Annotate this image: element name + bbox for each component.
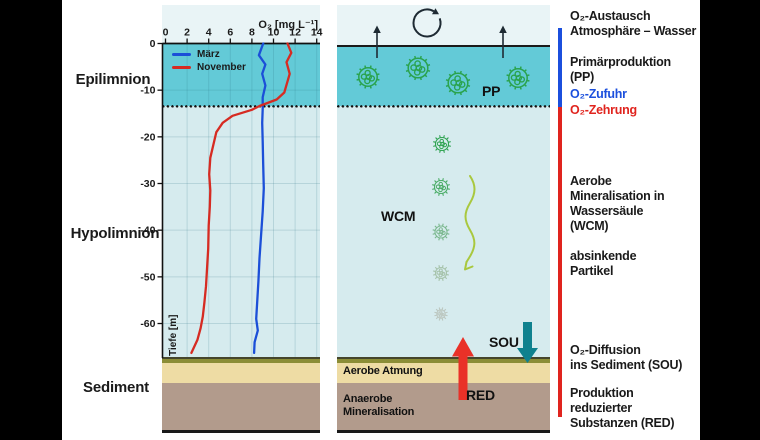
november-label: November [197, 62, 246, 73]
x-tick-label: 14 [311, 27, 323, 39]
thermocline-dotted-line-chart [162, 104, 320, 108]
anaerobic-mineralisation-label: Anaerobe Mineralisation [343, 393, 415, 418]
hypolimnion-layer-chart [162, 106, 320, 357]
chart-legend: März November [172, 48, 246, 74]
sediment-label: Sediment [83, 379, 149, 396]
x-tick-label: 12 [289, 27, 301, 39]
sinking-particle-icon [434, 307, 448, 321]
sediment-surface-chart [162, 358, 320, 363]
lake-process-schema [356, 8, 538, 400]
legend-red: Produktion reduzierter Substanzen (RED) [570, 386, 675, 430]
legend-row-maerz: März [172, 48, 246, 61]
phytoplankton-icon [445, 70, 471, 96]
chart-gridlines [162, 43, 320, 357]
y-axis-title: Tiefe [m] [168, 315, 179, 357]
aerobic-sediment-chart [162, 363, 320, 383]
bottom-border-chart [162, 430, 320, 433]
legend-gas-exchange: O₂-Austausch Atmosphäre – Wasser [570, 9, 697, 38]
sinking-particle-icon [433, 135, 451, 153]
x-tick-label: 2 [184, 27, 190, 39]
x-tick-label: 10 [268, 27, 280, 39]
y-tick-label: -20 [140, 131, 155, 143]
y-tick-label: 0 [150, 38, 156, 50]
y-tick-label: -40 [140, 225, 155, 237]
november-line-swatch [172, 66, 191, 69]
sinking-particle-icon [433, 265, 449, 281]
x-tick-label: 8 [249, 27, 255, 39]
epilimnion-label: Epilimnion [75, 71, 151, 88]
aerobic-respiration-label: Aerobe Atmung [343, 365, 423, 377]
x-tick-label: 6 [227, 27, 233, 39]
phytoplankton-icon [506, 66, 530, 90]
y-tick-label: -60 [140, 318, 155, 330]
anaerobic-sediment-schema [337, 383, 550, 430]
sinking-particle-icon [432, 223, 450, 241]
pp-label: PP [482, 83, 501, 99]
o2-supply-bar [558, 28, 562, 107]
x-axis-title: O₂ [mg L⁻¹] [258, 19, 318, 31]
phytoplankton-icon [356, 65, 380, 89]
aerobic-sediment-schema [337, 363, 550, 383]
gas-exchange-up-arrow-icon [499, 25, 507, 58]
chart-ticks: 0 2 4 6 8 10 12 14 0 -10 -20 -30 -40 -50 -60 [140, 27, 322, 331]
hypolimnion-label: Hypolimnion [70, 225, 160, 242]
maerz-profile-line [252, 42, 267, 355]
chart-header-background [162, 5, 320, 44]
maerz-line-swatch [172, 53, 191, 56]
legend-sinking-particles: absinkende Partikel [570, 249, 637, 278]
sediment-boundary-line-chart [162, 357, 320, 359]
thermocline-dotted-line-schema [337, 105, 550, 108]
sediment-boundary-line-schema [337, 357, 550, 359]
x-tick-label: 0 [163, 27, 169, 39]
anaerobic-sediment-chart [162, 383, 320, 430]
gas-exchange-up-arrow-icon [373, 25, 381, 58]
x-tick-label: 4 [206, 27, 212, 39]
legend-o2-consumption: O₂-Zehrung [570, 103, 637, 117]
y-tick-label: -30 [140, 178, 155, 190]
phytoplankton-icon [405, 55, 431, 81]
bottom-border-schema [337, 430, 550, 433]
legend-row-november: November [172, 61, 246, 74]
sinking-particle-icon [432, 178, 450, 196]
y-tick-label: -10 [140, 85, 155, 97]
sediment-surface-schema [337, 358, 550, 363]
maerz-label: März [197, 49, 220, 60]
wcm-label: WCM [381, 208, 416, 224]
red-up-arrow-icon [452, 337, 474, 400]
o2-profile-chart: 0 2 4 6 8 10 12 14 0 -10 -20 -30 -40 -50 -60 O₂ [mg L⁻… [140, 19, 323, 358]
water-surface-line [337, 44, 550, 47]
sou-down-arrow-icon [517, 322, 538, 363]
legend-o2-supply: O₂-Zufuhr [570, 87, 627, 101]
atmosphere-layer [337, 5, 550, 45]
legend-wcm: Aerobe Mineralisation in Wassersäule (WC… [570, 174, 665, 233]
red-label: RED [466, 387, 495, 403]
sinking-path-arrow-icon [464, 175, 476, 271]
november-profile-line [190, 42, 293, 355]
sou-label: SOU [489, 334, 519, 350]
circulation-icon [412, 8, 442, 38]
legend-primary-production: Primärproduktion (PP) [570, 55, 671, 84]
o2-consumption-bar [558, 107, 562, 417]
figure-canvas: Epilimnion Hypolimnion Sediment 0 2 4 6 8 10 1… [62, 0, 700, 440]
chart-series [190, 42, 293, 355]
chart-axes [161, 42, 320, 358]
legend-sou: O₂-Diffusion ins Sediment (SOU) [570, 343, 683, 372]
y-tick-label: -50 [140, 271, 155, 283]
